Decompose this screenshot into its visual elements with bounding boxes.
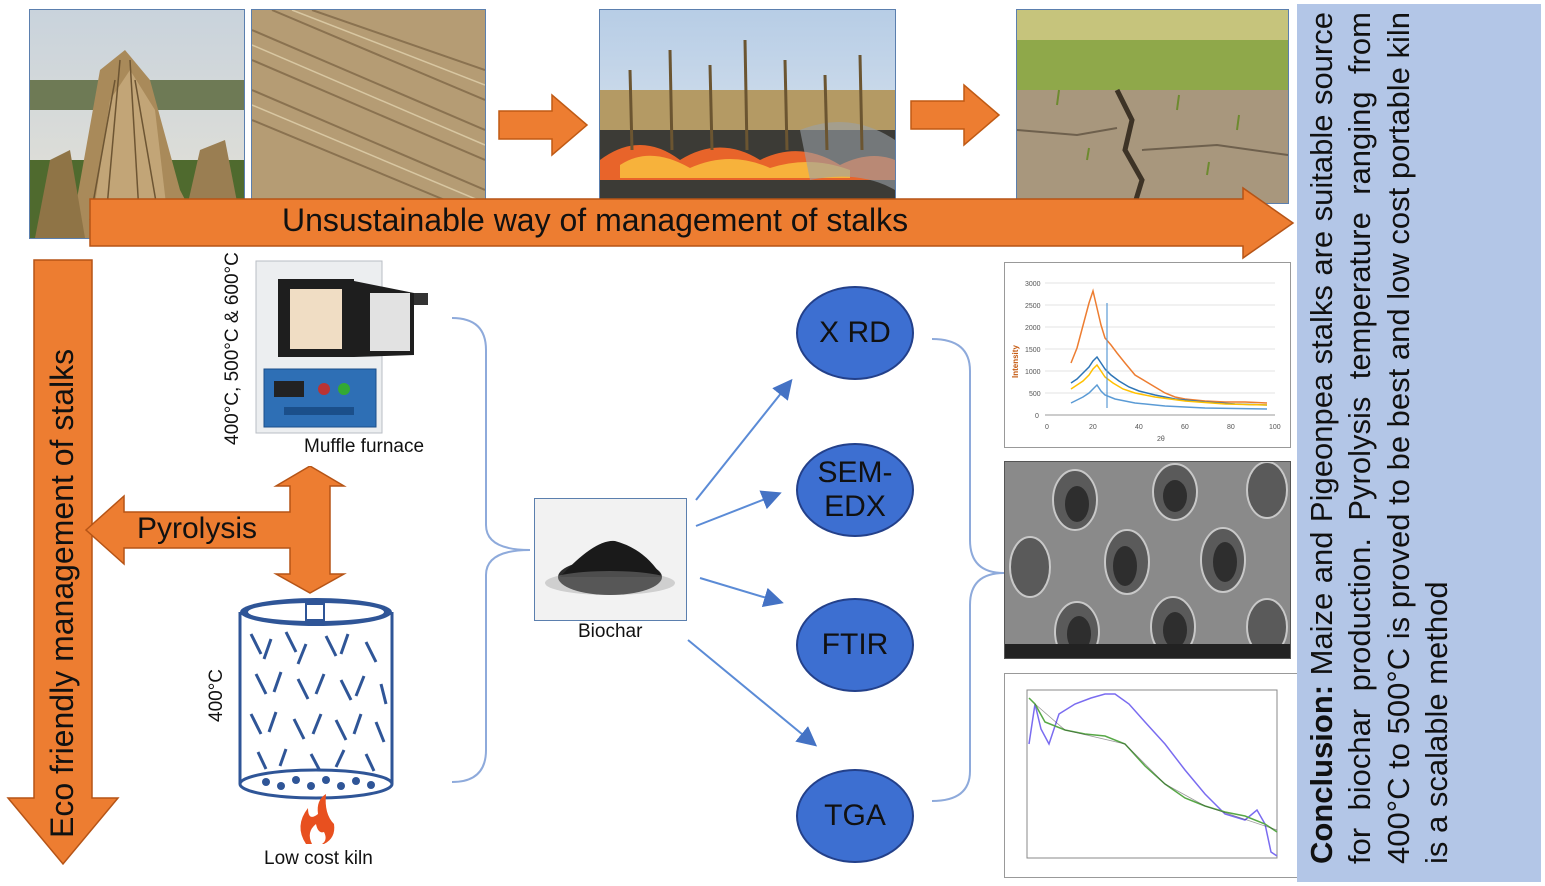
tga-node: TGA xyxy=(796,769,914,863)
results-brace xyxy=(931,338,1005,802)
sem-edx-label: SEM-EDX xyxy=(817,455,893,524)
xrd-plot: 3000 2500 2000 1500 1000 500 0 0 20 40 6… xyxy=(1011,281,1281,443)
unsustainable-arrow xyxy=(89,186,1295,260)
biochar-pile-image xyxy=(535,499,686,620)
y-tick: 3000 xyxy=(1025,281,1041,288)
x-tick: 80 xyxy=(1227,424,1235,431)
tga-chart xyxy=(1004,673,1298,878)
y-tick: 1500 xyxy=(1025,347,1041,354)
unsustainable-label: Unsustainable way of management of stalk… xyxy=(282,202,909,238)
x-tick: 20 xyxy=(1089,424,1097,431)
muffle-caption: Muffle furnace xyxy=(304,436,425,457)
analysis-arrows xyxy=(687,378,818,747)
cracked-soil-image xyxy=(1017,10,1288,203)
x-tick: 40 xyxy=(1135,424,1143,431)
biochar-photo xyxy=(534,498,687,621)
tga-label: TGA xyxy=(824,798,886,832)
muffle-furnace-image xyxy=(255,260,428,434)
sem-edx-node: SEM-EDX xyxy=(796,443,914,537)
ftir-label: FTIR xyxy=(821,627,889,661)
x-tick: 60 xyxy=(1181,424,1189,431)
sem-micrograph xyxy=(1005,462,1290,658)
x-axis-label: 2θ xyxy=(1157,436,1165,443)
burning-field-photo xyxy=(599,9,896,204)
sem-image xyxy=(1004,461,1291,659)
kiln-caption: Low cost kiln xyxy=(264,848,373,869)
kiln-temp-label: 400°C xyxy=(206,668,227,722)
burning-field-image xyxy=(600,10,895,203)
kiln-image xyxy=(238,598,394,844)
xrd-chart: 3000 2500 2000 1500 1000 500 0 0 20 40 6… xyxy=(1004,262,1291,448)
x-tick: 100 xyxy=(1269,424,1281,431)
ftir-node: FTIR xyxy=(796,598,914,692)
conclusion-heading: Conclusion: xyxy=(1304,684,1339,864)
x-tick: 0 xyxy=(1045,424,1049,431)
muffle-temps-label: 400°C, 500°C & 600°C xyxy=(222,252,243,445)
arrow-right-icon xyxy=(498,93,589,157)
arrow-right-icon xyxy=(910,83,1001,147)
eco-friendly-label: Eco friendly management of stalks xyxy=(44,348,80,838)
sources-brace xyxy=(451,317,531,783)
y-tick: 0 xyxy=(1035,413,1039,420)
y-tick: 500 xyxy=(1029,391,1041,398)
fire-icon xyxy=(300,794,335,844)
biochar-caption: Biochar xyxy=(578,621,643,642)
pyrolysis-label: Pyrolysis xyxy=(137,512,258,545)
xrd-node: X RD xyxy=(796,286,914,380)
dry-straw-photo xyxy=(251,9,486,204)
dry-straw-image xyxy=(252,10,485,203)
y-tick: 1000 xyxy=(1025,369,1041,376)
tga-plot xyxy=(1026,689,1278,859)
conclusion-panel: Conclusion: Maize and Pigeonpea stalks a… xyxy=(1297,4,1541,882)
cracked-soil-photo xyxy=(1016,9,1289,204)
y-axis-label: Intensity xyxy=(1011,345,1020,378)
conclusion-text-block: Conclusion: Maize and Pigeonpea stalks a… xyxy=(1303,8,1545,868)
y-tick: 2500 xyxy=(1025,303,1041,310)
pyrolysis-cross-arrow xyxy=(84,466,347,594)
y-tick: 2000 xyxy=(1025,325,1041,332)
eco-friendly-arrow xyxy=(6,259,120,866)
xrd-label: X RD xyxy=(819,315,891,349)
